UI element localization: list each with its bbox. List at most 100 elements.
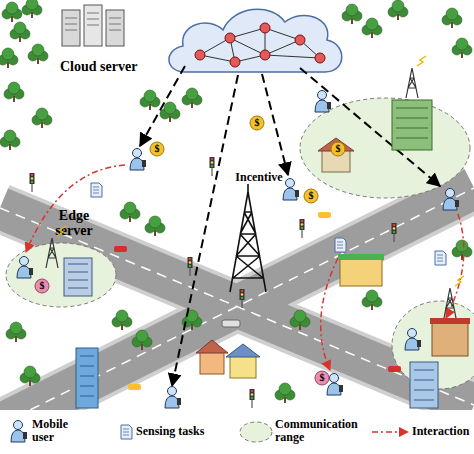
incentive-coin <box>331 142 345 156</box>
tree <box>6 322 26 342</box>
incentive-coin <box>304 189 318 203</box>
router <box>230 57 240 67</box>
tree <box>0 48 18 68</box>
mobile-user <box>315 91 331 113</box>
communication-range <box>6 243 116 307</box>
mobile-user <box>165 387 181 409</box>
road-edge <box>0 188 474 425</box>
node-label: Edge server <box>40 208 108 238</box>
legend-interaction-sample <box>372 431 408 433</box>
network-link <box>265 28 300 40</box>
legend-task-sample <box>121 425 132 439</box>
tree <box>22 0 42 18</box>
house <box>200 352 224 374</box>
building-awning <box>430 318 470 324</box>
edge-server-building <box>392 100 432 150</box>
tree <box>32 108 52 128</box>
car <box>128 384 141 390</box>
store-building <box>340 258 382 286</box>
mobile-user <box>130 149 146 171</box>
tree <box>20 366 40 386</box>
tree <box>182 88 202 108</box>
tree <box>452 240 472 260</box>
tree <box>112 310 132 330</box>
edge-server-building <box>432 322 468 356</box>
edge-server-building <box>64 258 92 296</box>
router <box>295 35 305 45</box>
legend-label: Mobile user <box>32 418 78 444</box>
annotation-label: Incentive <box>226 170 292 184</box>
interaction-arrow <box>321 258 338 370</box>
tree <box>442 8 462 28</box>
tree <box>2 2 22 22</box>
tree <box>362 18 382 38</box>
building-windows <box>396 108 428 138</box>
coin-symbol-text: $ <box>35 279 49 293</box>
tree <box>28 44 48 64</box>
car <box>318 212 331 218</box>
sensing-task <box>335 238 346 252</box>
tree <box>132 330 152 350</box>
incentive-coin <box>35 279 49 293</box>
traffic-light <box>210 157 215 176</box>
tree <box>145 216 165 236</box>
network-link <box>265 40 300 55</box>
cloud-outline <box>169 9 342 72</box>
road-center-line <box>0 188 474 425</box>
router <box>195 50 205 60</box>
network-link <box>265 55 320 58</box>
tree <box>275 383 295 403</box>
legend-background <box>0 410 474 454</box>
sensing-task <box>91 183 102 197</box>
incentive-coin <box>250 116 264 130</box>
tree <box>388 0 408 20</box>
store-awning <box>338 254 384 260</box>
node-label: Cloud server <box>60 59 170 74</box>
coin-symbol-text: $ <box>304 189 318 203</box>
coin-symbol-text: $ <box>331 142 345 156</box>
office-building <box>410 362 438 408</box>
interaction-arrow <box>26 165 125 252</box>
mobile-user <box>327 374 343 396</box>
car <box>388 366 401 372</box>
tree <box>10 22 30 42</box>
legend-user-sample <box>11 421 27 443</box>
car <box>114 246 127 252</box>
server-rack <box>106 10 124 46</box>
tree <box>120 202 140 222</box>
legend-label: Interaction <box>412 425 474 438</box>
tree <box>342 4 362 24</box>
incentive-arrow <box>172 75 238 386</box>
coin-symbol-text: $ <box>315 371 329 385</box>
tree <box>140 90 160 110</box>
sensing-task <box>435 251 446 265</box>
traffic-light <box>300 219 305 238</box>
mobile-user <box>405 329 421 351</box>
incentive-arrow <box>300 68 440 186</box>
traffic-light <box>188 257 193 276</box>
tree <box>362 290 382 310</box>
tree <box>0 130 20 150</box>
incentive-arrow <box>140 66 185 146</box>
house-roof <box>196 340 228 353</box>
bus <box>222 320 240 327</box>
server-rack <box>62 10 80 46</box>
edge-antenna <box>444 276 464 318</box>
mobile-user <box>283 179 299 201</box>
building-windows <box>414 370 434 400</box>
communication-range <box>300 98 470 198</box>
incentive-coin <box>150 142 164 156</box>
tree <box>452 38 472 58</box>
skyscraper <box>76 348 98 408</box>
network-link <box>230 38 265 55</box>
legend-label: Communication range <box>275 418 369 444</box>
traffic-light <box>392 223 397 242</box>
coin-symbol-text: $ <box>250 116 264 130</box>
traffic-light <box>250 389 255 408</box>
building-windows <box>68 264 88 288</box>
building-windows <box>80 356 94 396</box>
incentive-coin <box>315 371 329 385</box>
